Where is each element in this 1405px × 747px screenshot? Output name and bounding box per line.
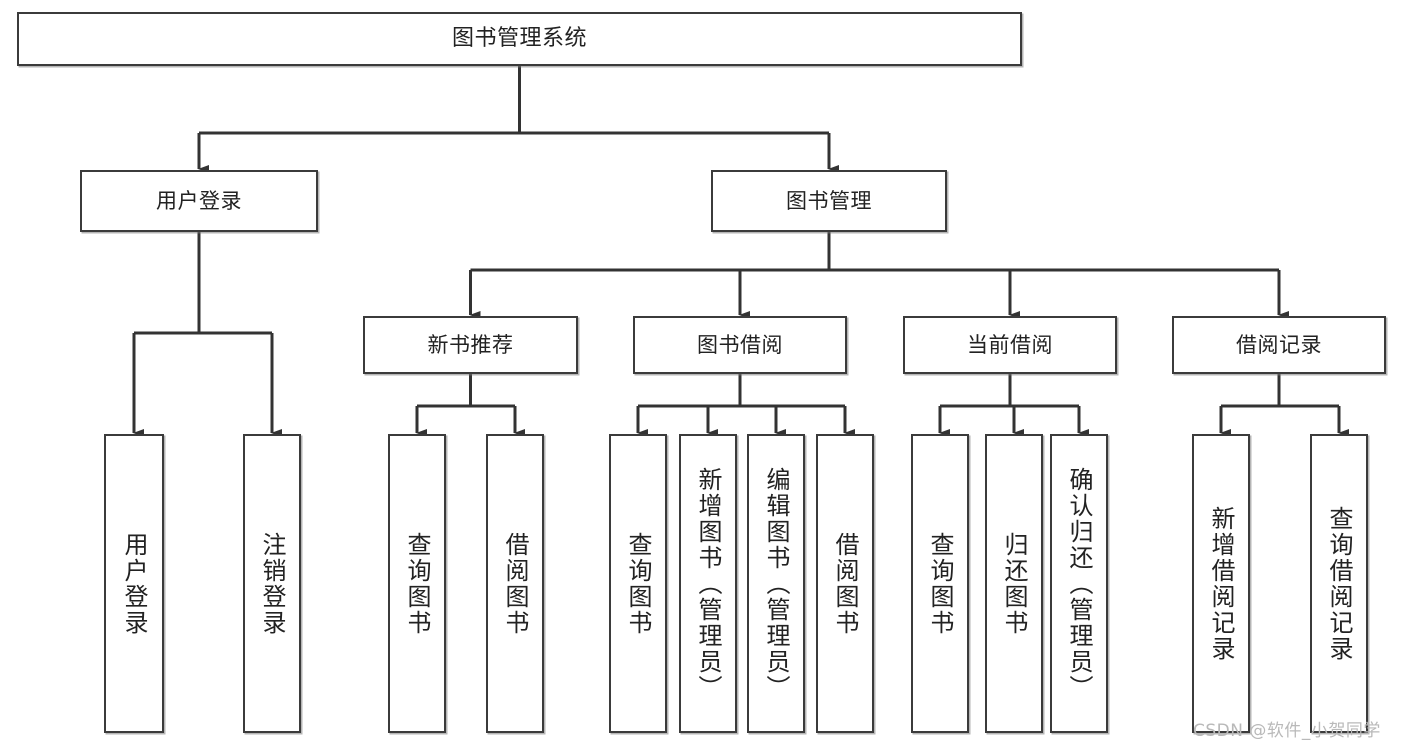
node-label-l-bk-borrow: 借阅图书 xyxy=(831,531,859,636)
node-label-l-cu-query: 查询图书 xyxy=(926,531,954,636)
node-l-rc-add[interactable]: 新增借阅记录 xyxy=(1192,434,1250,733)
node-l-login[interactable]: 用户登录 xyxy=(104,434,164,733)
node-l-logout[interactable]: 注销登录 xyxy=(243,434,301,733)
node-borrow[interactable]: 图书借阅 xyxy=(633,316,847,374)
node-label-records: 借阅记录 xyxy=(1236,332,1322,357)
node-bookmgmt[interactable]: 图书管理 xyxy=(711,170,947,232)
node-l-rc-query[interactable]: 查询借阅记录 xyxy=(1310,434,1368,733)
node-label-login: 用户登录 xyxy=(156,188,242,213)
node-login[interactable]: 用户登录 xyxy=(80,170,318,232)
node-label-l-rc-query: 查询借阅记录 xyxy=(1325,505,1353,662)
node-root[interactable]: 图书管理系统 xyxy=(17,12,1022,66)
node-label-l-cu-confirm: 确认归还（管理员） xyxy=(1065,466,1093,701)
node-l-cu-return[interactable]: 归还图书 xyxy=(985,434,1043,733)
node-l-bk-edit[interactable]: 编辑图书（管理员） xyxy=(747,434,805,733)
node-label-l-login: 用户登录 xyxy=(120,531,148,636)
node-label-l-bk-edit: 编辑图书（管理员） xyxy=(762,466,790,701)
node-l-cu-query[interactable]: 查询图书 xyxy=(911,434,969,733)
connector-lines xyxy=(132,66,1349,437)
watermark: CSDN @软件_小贺同学 xyxy=(1193,721,1381,741)
node-label-root: 图书管理系统 xyxy=(451,26,587,52)
node-l-nb-borrow[interactable]: 借阅图书 xyxy=(486,434,544,733)
node-l-cu-confirm[interactable]: 确认归还（管理员） xyxy=(1050,434,1108,733)
node-label-l-logout: 注销登录 xyxy=(258,531,286,636)
node-l-bk-borrow[interactable]: 借阅图书 xyxy=(816,434,874,733)
node-label-l-nb-query: 查询图书 xyxy=(403,531,431,636)
node-records[interactable]: 借阅记录 xyxy=(1172,316,1386,374)
node-l-bk-query[interactable]: 查询图书 xyxy=(609,434,667,733)
node-label-l-cu-return: 归还图书 xyxy=(1000,531,1028,636)
node-label-l-rc-add: 新增借阅记录 xyxy=(1207,505,1235,662)
node-label-l-bk-add: 新增图书（管理员） xyxy=(694,466,722,701)
node-l-bk-add[interactable]: 新增图书（管理员） xyxy=(679,434,737,733)
node-label-borrow: 图书借阅 xyxy=(697,332,783,357)
node-label-newbook: 新书推荐 xyxy=(427,332,514,357)
node-label-l-bk-query: 查询图书 xyxy=(624,531,652,636)
node-label-bookmgmt: 图书管理 xyxy=(786,188,872,213)
node-newbook[interactable]: 新书推荐 xyxy=(363,316,578,374)
node-current[interactable]: 当前借阅 xyxy=(903,316,1117,374)
node-label-current: 当前借阅 xyxy=(967,332,1053,357)
node-l-nb-query[interactable]: 查询图书 xyxy=(388,434,446,733)
node-label-l-nb-borrow: 借阅图书 xyxy=(501,531,529,636)
